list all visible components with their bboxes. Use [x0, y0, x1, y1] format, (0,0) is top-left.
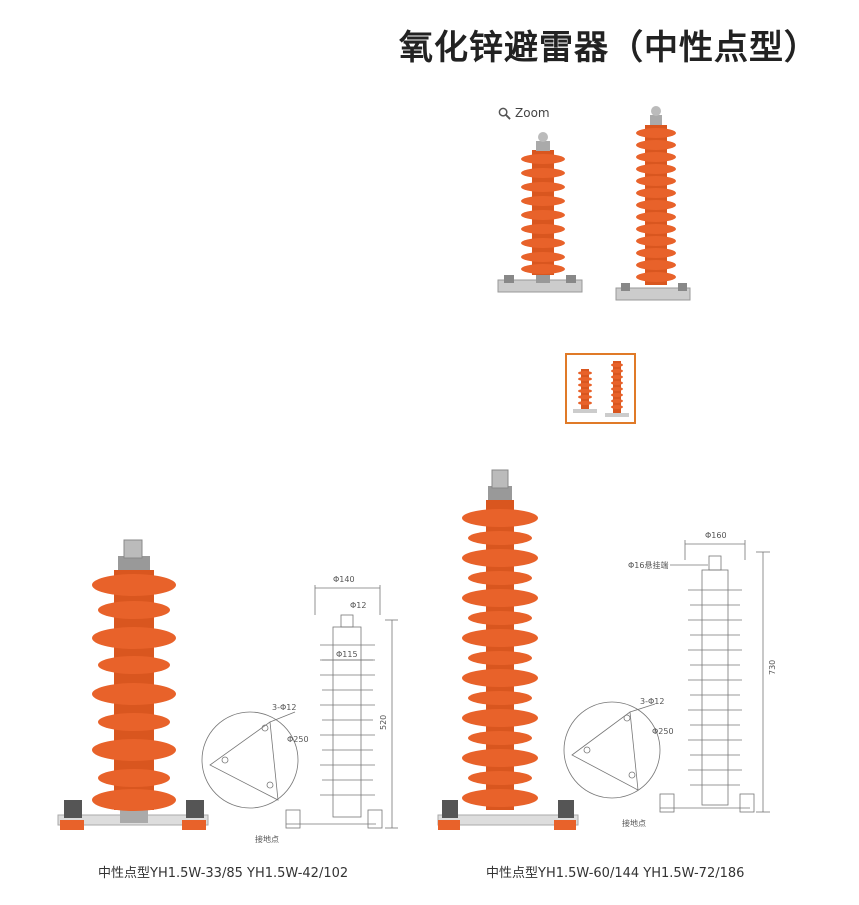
right-terminal-label: Φ16悬挂端: [628, 560, 668, 570]
left-base-plan: [201, 711, 299, 809]
right-top-width-label: Φ160: [705, 531, 727, 540]
gallery-thumbnail[interactable]: [565, 353, 636, 424]
right-base-circle-label: Φ250: [652, 727, 674, 736]
left-ground-label: 接地点: [255, 834, 279, 844]
right-height-label: 730: [768, 660, 777, 675]
large-arrester: [615, 106, 691, 301]
right-elevation-drawing: [659, 540, 770, 813]
left-terminal-label: Φ12: [350, 601, 366, 610]
left-arrester-photo: [57, 539, 209, 830]
right-arrester-photo: [437, 469, 579, 830]
right-product-diagram: 3-Φ12 Φ250 Φ160 Φ16悬挂端 730 接地点: [437, 469, 777, 830]
right-ground-label: 接地点: [622, 818, 646, 828]
left-top-width-label: Φ140: [333, 575, 355, 584]
right-holes-label: 3-Φ12: [640, 697, 664, 706]
left-height-label: 520: [379, 715, 388, 730]
left-base-circle-label: Φ250: [287, 735, 309, 744]
left-shed-width-label: Φ115: [336, 650, 358, 659]
zoom-link[interactable]: Zoom: [498, 106, 550, 120]
small-arrester: [497, 132, 583, 293]
thumbnail-image: [573, 361, 629, 417]
left-holes-label: 3-Φ12: [272, 703, 296, 712]
magnifier-icon: [498, 107, 511, 120]
right-caption: 中性点型YH1.5W-60/144 YH1.5W-72/186: [486, 866, 745, 881]
left-caption: 中性点型YH1.5W-33/85 YH1.5W-42/102: [98, 866, 349, 881]
left-product-diagram: 3-Φ12 Φ250 Φ140 Φ12 Φ115 520 接地点: [57, 539, 398, 844]
zoom-label: Zoom: [515, 106, 550, 120]
product-main-image[interactable]: [490, 95, 700, 310]
left-elevation-drawing: [285, 585, 398, 829]
right-base-plan: [563, 701, 661, 799]
page-title: 氧化锌避雷器（中性点型）: [399, 28, 819, 68]
